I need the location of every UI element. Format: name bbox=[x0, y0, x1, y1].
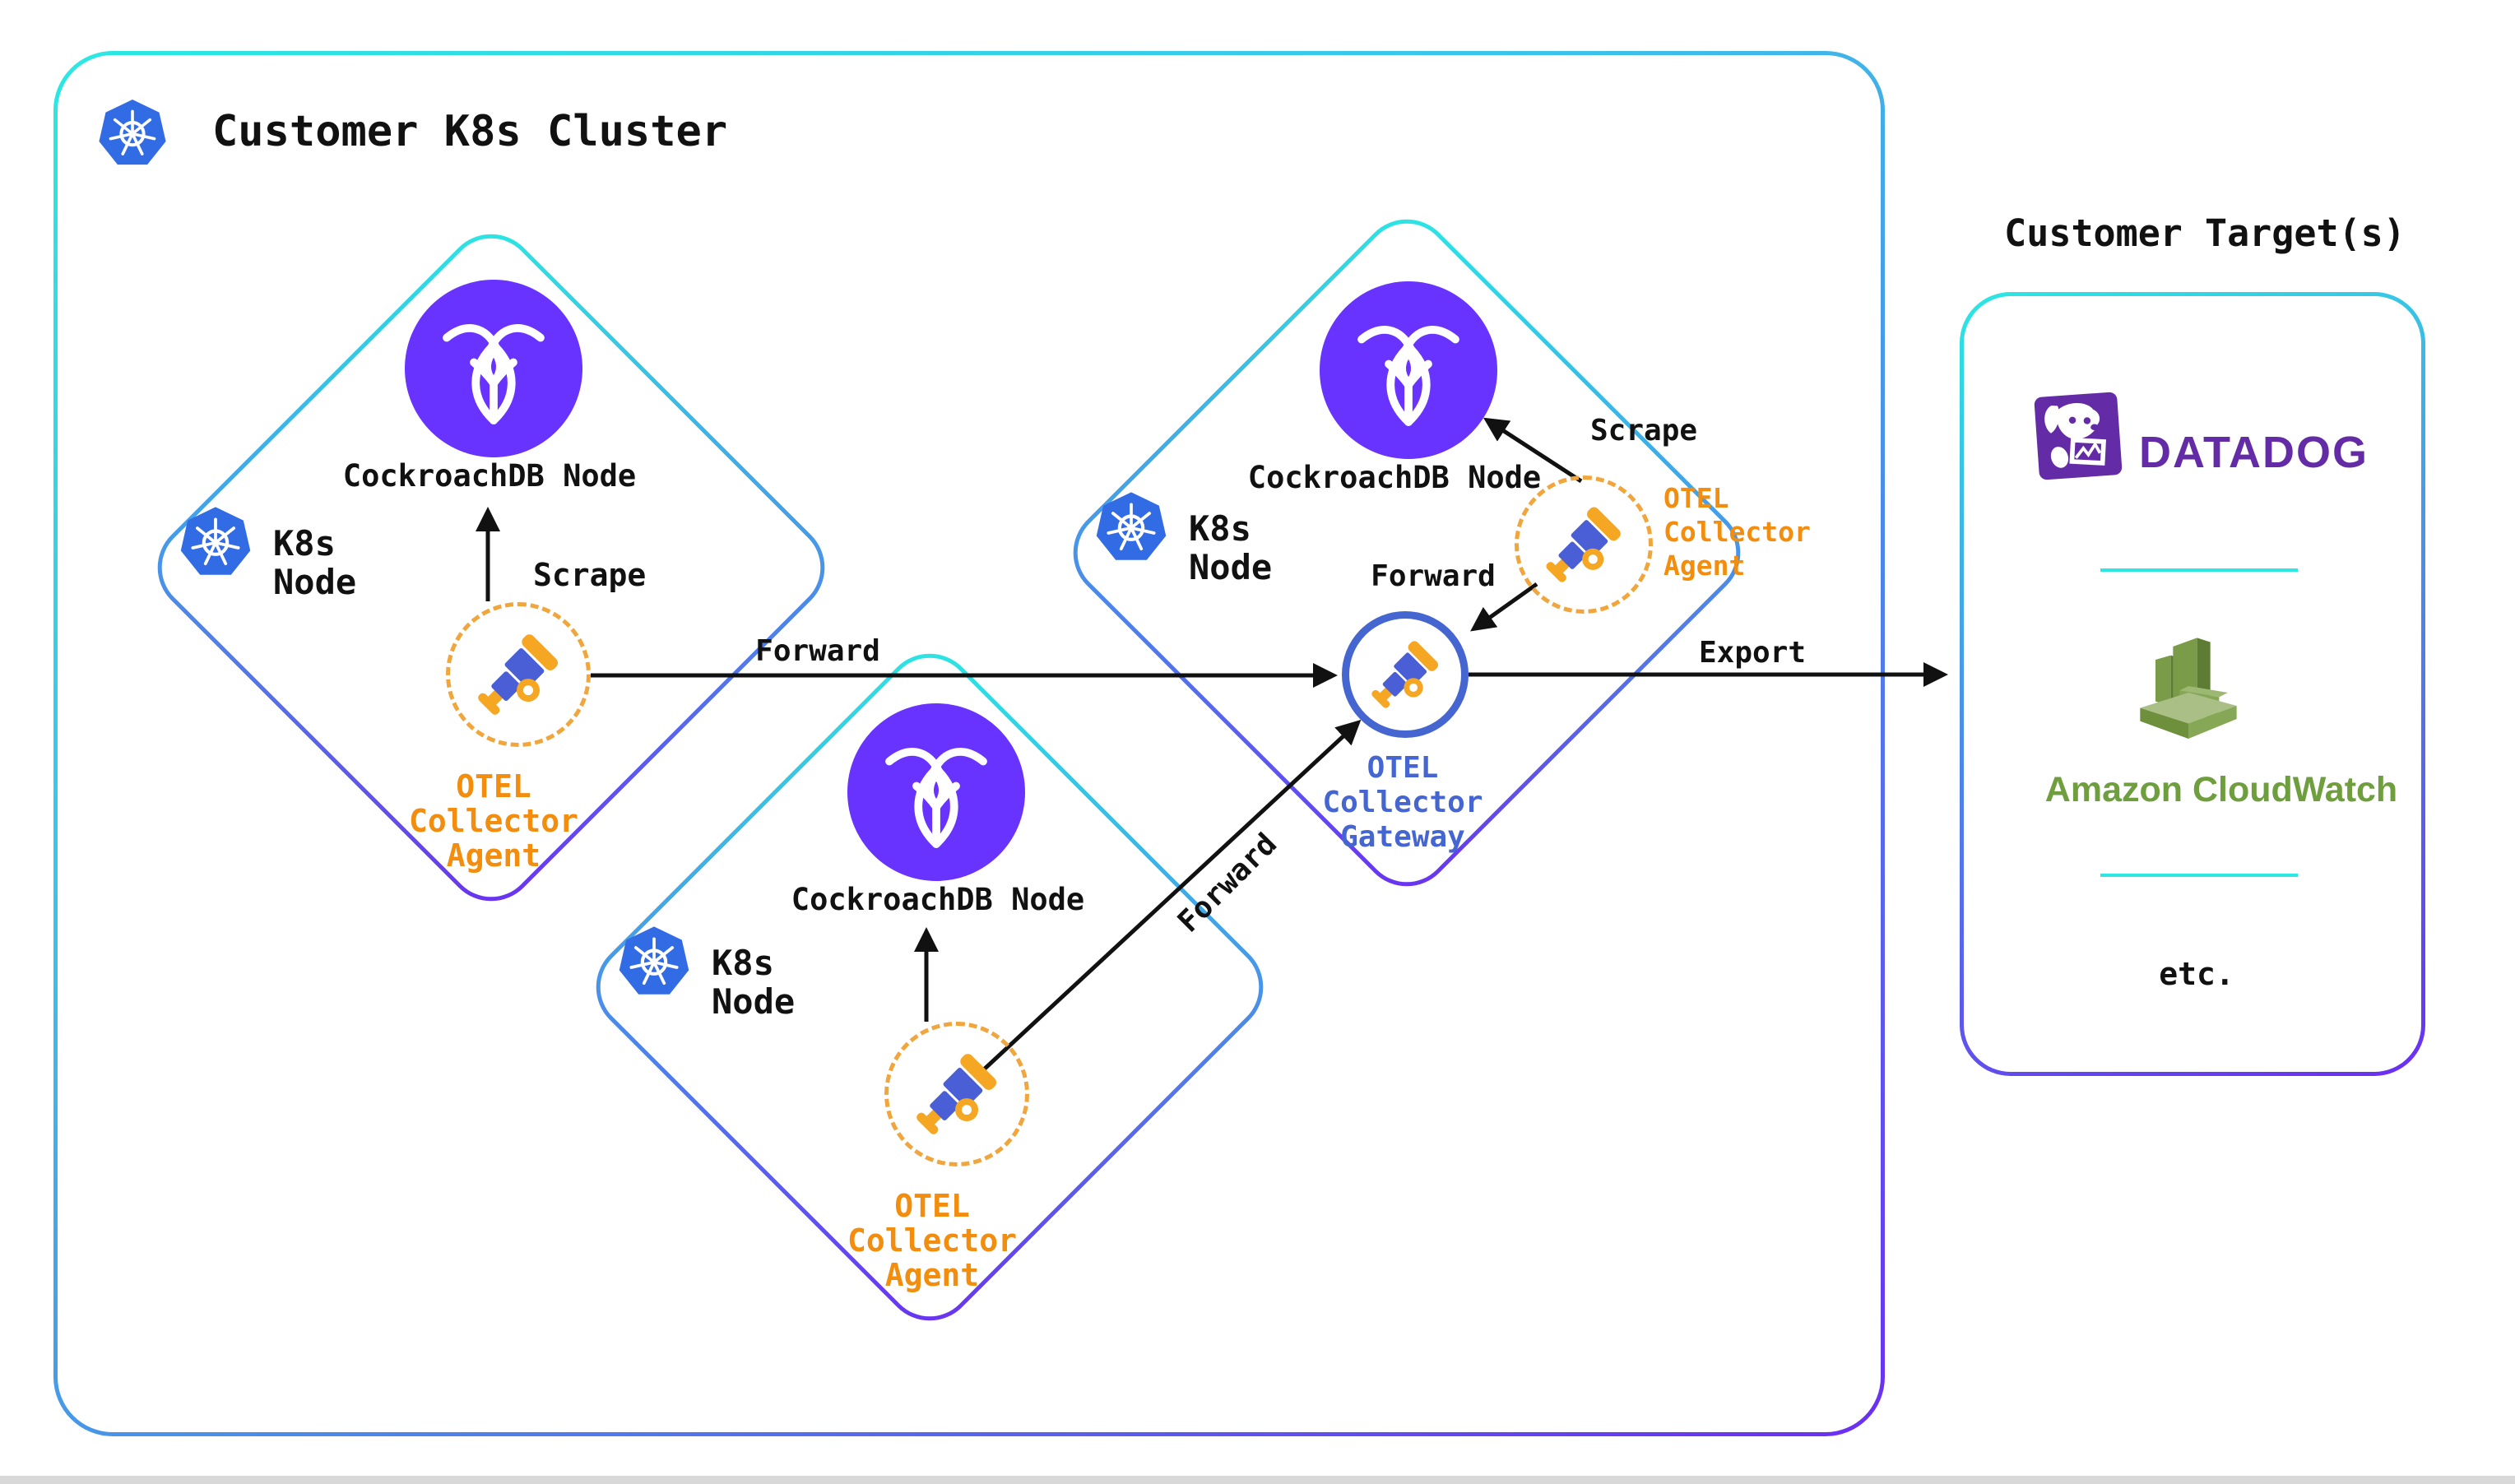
cockroachdb-circle bbox=[847, 703, 1025, 881]
forward-label: Forward bbox=[1371, 559, 1496, 593]
cluster-title: Customer K8s Cluster bbox=[212, 107, 728, 156]
k8s-label-line: K8s bbox=[712, 943, 774, 983]
otel-label-line: OTEL bbox=[456, 768, 531, 805]
otel-label-line: Agent bbox=[446, 837, 541, 874]
cockroachdb-icon bbox=[1347, 308, 1470, 432]
k8s-label-line: Node bbox=[712, 981, 796, 1022]
cockroachdb-node-label: CockroachDB Node bbox=[1247, 460, 1542, 495]
otel-agent-circle bbox=[446, 602, 591, 747]
divider bbox=[2100, 874, 2298, 877]
otel-gateway-label: OTEL Collector Gateway bbox=[1322, 751, 1483, 855]
k8s-label-line: K8s bbox=[1189, 508, 1251, 549]
datadog-icon bbox=[2034, 392, 2123, 480]
cockroachdb-icon bbox=[875, 730, 998, 854]
cockroachdb-circle bbox=[1320, 281, 1497, 459]
k8s-node-label: K8s Node bbox=[273, 524, 356, 601]
k8s-node-label: K8s Node bbox=[1189, 509, 1272, 587]
otel-label-line: Agent bbox=[884, 1257, 980, 1293]
cockroachdb-circle bbox=[405, 280, 582, 457]
otel-agent-label: OTEL Collector Agent bbox=[847, 1189, 1017, 1292]
export-label: Export bbox=[1698, 636, 1807, 670]
gateway-label-line: Collector bbox=[1322, 786, 1483, 819]
k8s-icon bbox=[613, 920, 695, 1002]
k8s-label-line: K8s bbox=[273, 523, 336, 563]
otel-agent-label: OTEL Collector Agent bbox=[1664, 481, 1811, 582]
otel-label-line: Collector bbox=[847, 1222, 1017, 1259]
scrape-label: Scrape bbox=[533, 557, 647, 593]
otel-agent-circle bbox=[1515, 475, 1653, 614]
scrape-label: Scrape bbox=[1590, 414, 1698, 448]
cockroachdb-node-label: CockroachDB Node bbox=[791, 882, 1085, 917]
forward-label: Forward bbox=[755, 634, 880, 668]
etc-label: etc. bbox=[2159, 956, 2234, 992]
targets-title: Customer Target(s) bbox=[2004, 211, 2406, 255]
gateway-label-line: Gateway bbox=[1340, 820, 1465, 854]
telescope-icon bbox=[470, 632, 566, 724]
cockroachdb-node-label: CockroachDB Node bbox=[342, 458, 637, 494]
otel-label-line: Agent bbox=[1664, 550, 1746, 582]
k8s-label-line: Node bbox=[1189, 547, 1273, 587]
cloudwatch-icon bbox=[2140, 638, 2237, 739]
k8s-icon bbox=[97, 98, 168, 167]
telescope-icon bbox=[1538, 504, 1629, 591]
k8s-icon bbox=[174, 500, 257, 582]
otel-label-line: OTEL bbox=[1664, 482, 1729, 514]
telescope-icon bbox=[1365, 638, 1445, 716]
otel-agent-label: OTEL Collector Agent bbox=[409, 769, 578, 873]
window-bottom-edge bbox=[0, 1476, 2515, 1484]
k8s-node-label: K8s Node bbox=[712, 944, 795, 1021]
otel-label-line: Collector bbox=[1664, 516, 1811, 548]
cloudwatch-label: Amazon CloudWatch bbox=[2044, 770, 2398, 809]
otel-gateway-circle bbox=[1342, 611, 1469, 738]
k8s-label-line: Node bbox=[273, 562, 357, 602]
telescope-icon bbox=[908, 1051, 1005, 1143]
gateway-label-line: OTEL bbox=[1367, 751, 1439, 785]
cockroachdb-icon bbox=[432, 307, 555, 430]
otel-label-line: Collector bbox=[409, 803, 578, 839]
otel-label-line: OTEL bbox=[894, 1188, 970, 1224]
datadog-wordmark: DATADOG bbox=[2139, 428, 2369, 477]
k8s-icon bbox=[1090, 485, 1172, 568]
divider bbox=[2100, 568, 2298, 572]
otel-agent-circle bbox=[884, 1022, 1029, 1166]
